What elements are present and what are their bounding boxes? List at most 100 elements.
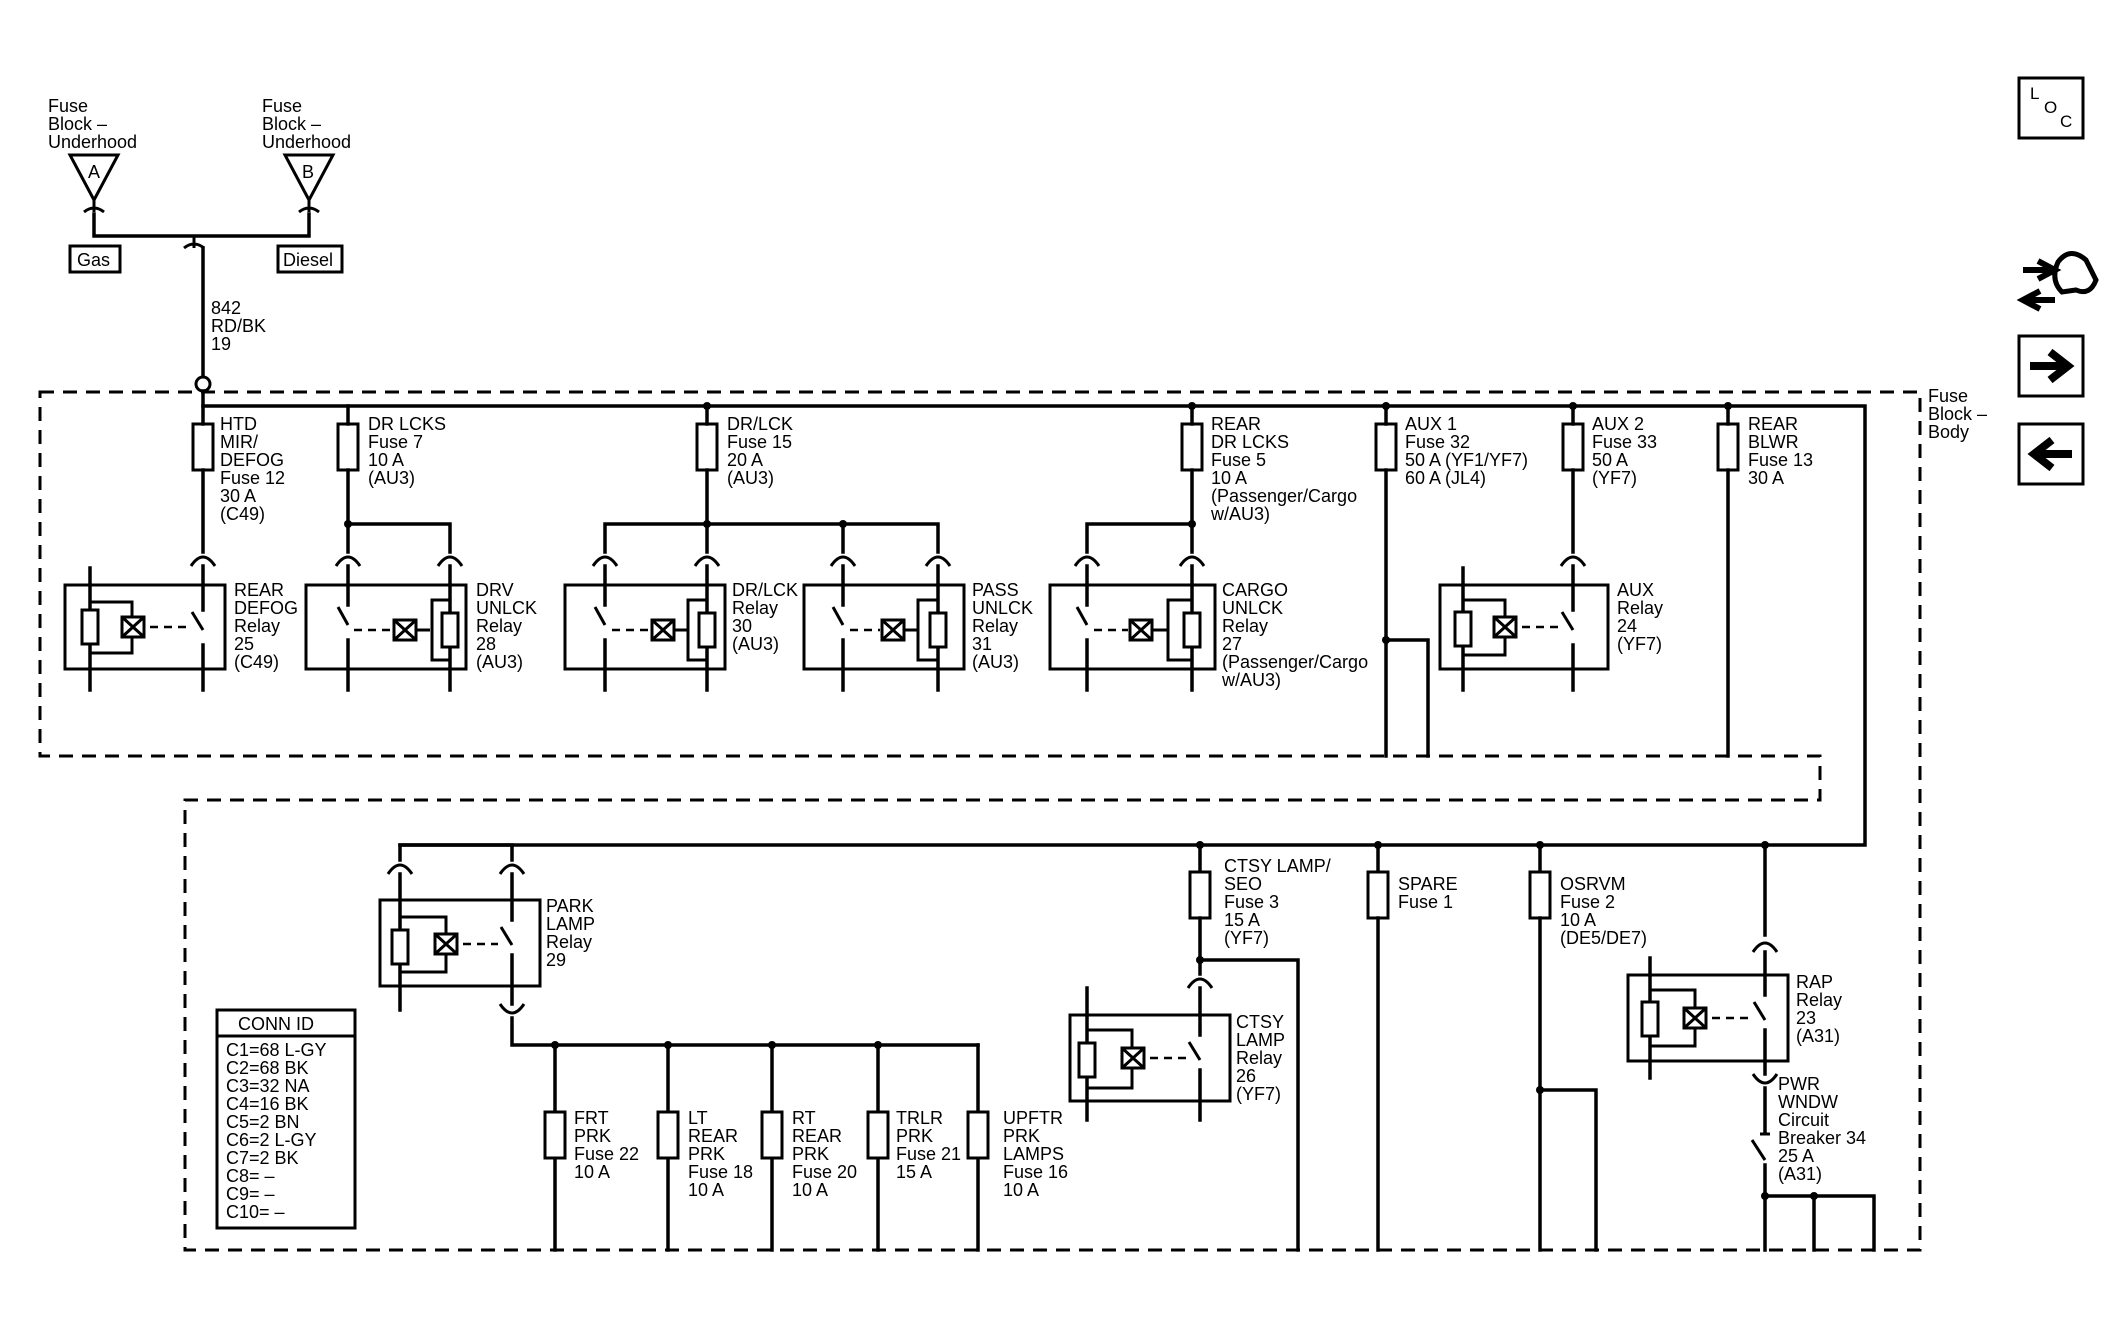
- text-line: 30 A: [220, 486, 256, 506]
- text-line: w/AU3): [1210, 504, 1270, 524]
- next-arrow-icon[interactable]: [2017, 334, 2085, 398]
- text-line: (AU3): [476, 652, 523, 672]
- text-line: Block –: [262, 114, 321, 134]
- text-line: PASS: [972, 580, 1019, 600]
- text-line: Relay: [1796, 990, 1842, 1010]
- text-line: Relay: [546, 932, 592, 952]
- text-line: CARGO: [1222, 580, 1288, 600]
- text-line: CTSY LAMP/: [1224, 856, 1331, 876]
- text-line: (DE5/DE7): [1560, 928, 1647, 948]
- text-line: Fuse: [1928, 386, 1968, 406]
- text-line: Fuse 12: [220, 468, 285, 488]
- text-line: Fuse 22: [574, 1144, 639, 1164]
- fuse-block-body-outline: [38, 390, 1922, 1252]
- connector-letter: B: [302, 162, 314, 182]
- loc-icon[interactable]: L O C: [2017, 76, 2085, 140]
- text-line: Fuse 13: [1748, 450, 1813, 470]
- text-line: 19: [211, 334, 231, 354]
- relay-terminals-upper: [189, 555, 1587, 567]
- text-line: 15 A: [896, 1162, 932, 1182]
- conn-id-title: CONN ID: [238, 1014, 314, 1034]
- text-line: PRK: [688, 1144, 725, 1164]
- text-line: 50 A: [1592, 450, 1628, 470]
- text-line: (AU3): [732, 634, 779, 654]
- text-line: C7=2 BK: [226, 1148, 299, 1168]
- text-line: Fuse 20: [792, 1162, 857, 1182]
- text-line: C10= –: [226, 1202, 285, 1222]
- text-line: Block –: [48, 114, 107, 134]
- text-line: 10 A: [1003, 1180, 1039, 1200]
- text-line: REAR: [234, 580, 284, 600]
- text-line: C5=2 BN: [226, 1112, 300, 1132]
- svg-text:L: L: [2030, 84, 2039, 103]
- text-line: AUX 1: [1405, 414, 1457, 434]
- text-line: 10 A: [688, 1180, 724, 1200]
- text-line: 50 A (YF1/YF7): [1405, 450, 1528, 470]
- text-line: 10 A: [792, 1180, 828, 1200]
- text-line: Fuse 15: [727, 432, 792, 452]
- text-line: (YF7): [1617, 634, 1662, 654]
- text-line: (C49): [234, 652, 279, 672]
- text-line: (YF7): [1592, 468, 1637, 488]
- text-line: TRLR: [896, 1108, 943, 1128]
- text-line: 28: [476, 634, 496, 654]
- feed-connector: [194, 375, 212, 393]
- text-line: 20 A: [727, 450, 763, 470]
- text-line: Relay: [1236, 1048, 1282, 1068]
- gas-box: [68, 244, 122, 274]
- text-line: Fuse 32: [1405, 432, 1470, 452]
- schematic-link-icon[interactable]: [2016, 251, 2099, 312]
- text-line: PRK: [1003, 1126, 1040, 1146]
- text-line: RAP: [1796, 972, 1833, 992]
- text-line: (Passenger/Cargo: [1222, 652, 1368, 672]
- prev-arrow-icon[interactable]: [2017, 422, 2085, 486]
- text-line: DR/LCK: [732, 580, 798, 600]
- diesel-box: [276, 244, 344, 274]
- text-line: PARK: [546, 896, 594, 916]
- text-line: SEO: [1224, 874, 1262, 894]
- text-line: Underhood: [262, 132, 351, 152]
- text-line: REAR: [688, 1126, 738, 1146]
- main-bus: [201, 389, 1867, 862]
- text-line: Breaker 34: [1778, 1128, 1866, 1148]
- text-line: 10 A: [574, 1162, 610, 1182]
- text-line: (C49): [220, 504, 265, 524]
- text-line: REAR: [1748, 414, 1798, 434]
- text-line: Fuse: [48, 96, 88, 116]
- text-line: 60 A (JL4): [1405, 468, 1486, 488]
- text-line: UNLCK: [1222, 598, 1283, 618]
- text-line: AUX: [1617, 580, 1654, 600]
